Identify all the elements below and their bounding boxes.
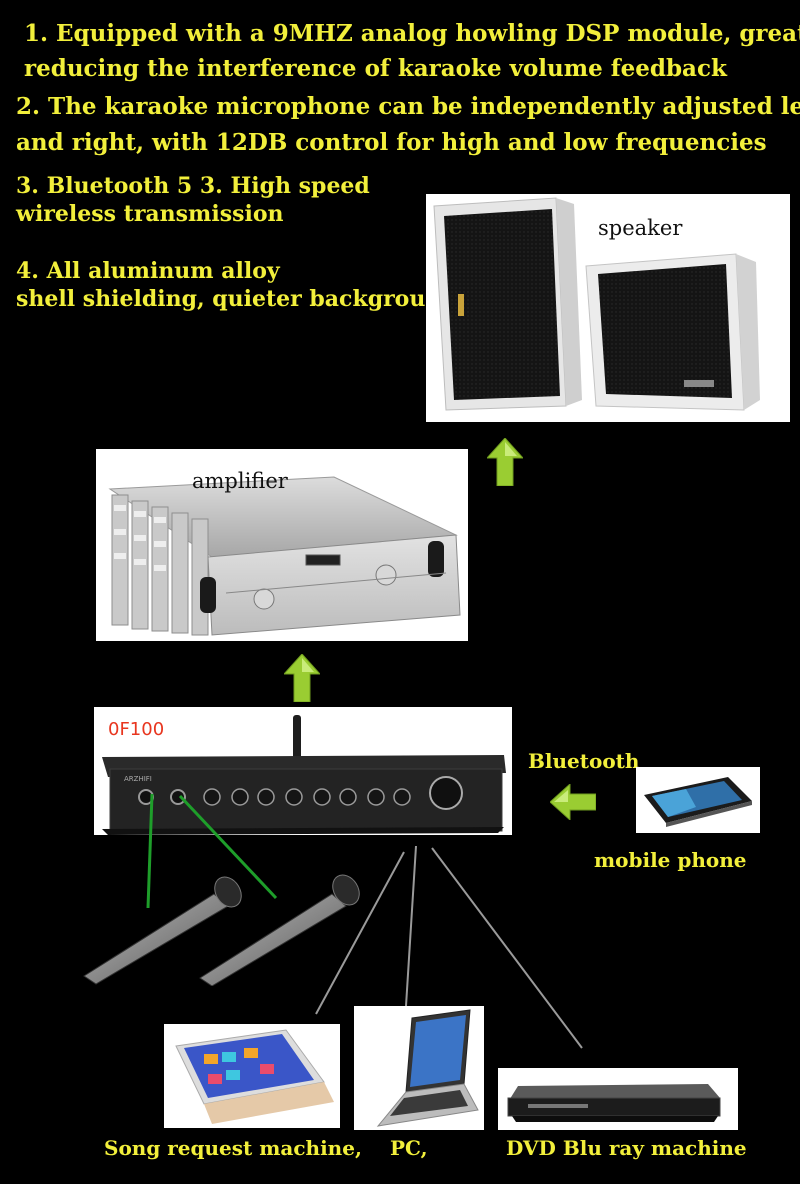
- feature-4-line1: 4. All aluminum alloy: [16, 258, 280, 284]
- svg-text:ARZHIFI: ARZHIFI: [124, 775, 152, 783]
- pc-panel: [354, 1006, 484, 1130]
- arrow-up-icon: [284, 654, 320, 702]
- speaker-label: speaker: [598, 216, 683, 240]
- dvd-panel: [498, 1068, 738, 1130]
- model-label: 0F100: [108, 719, 165, 740]
- microphones-image: [83, 874, 360, 986]
- feature-3-line2: wireless transmission: [16, 201, 284, 227]
- pc-label: PC,: [390, 1136, 428, 1160]
- feature-3-line1: 3. Bluetooth 5 3. High speed: [16, 173, 370, 199]
- amplifier-panel: amplifier: [96, 449, 468, 641]
- mobile-phone-label: mobile phone: [594, 848, 747, 872]
- bluetooth-label: Bluetooth: [528, 749, 640, 773]
- song-request-machine-image: [175, 1029, 334, 1124]
- feature-2-line2: and right, with 12DB control for high an…: [16, 129, 767, 156]
- dsp-unit-panel: ARZHIFI 0F100: [94, 707, 512, 835]
- speaker-image: [433, 197, 760, 411]
- dsp-unit-image: ARZHIFI: [102, 715, 506, 835]
- cable-song-machine: [315, 851, 405, 1015]
- arrow-up-icon: [487, 438, 523, 486]
- dvd-label: DVD Blu ray machine: [506, 1136, 747, 1160]
- song-request-panel: [164, 1024, 340, 1128]
- song-request-label: Song request machine,: [104, 1136, 362, 1160]
- mobile-phone-panel: [636, 767, 760, 833]
- mic-cable-left: [146, 793, 154, 909]
- arrow-left-icon: [550, 784, 596, 820]
- feature-1-line1: 1. Equipped with a 9MHZ analog howling D…: [24, 20, 800, 47]
- feature-1-line2: reducing the interference of karaoke vol…: [24, 55, 727, 82]
- amplifier-image: [108, 476, 461, 636]
- feature-4-line2: shell shielding, quieter background: [16, 286, 457, 312]
- amplifier-label: amplifier: [192, 469, 288, 493]
- pc-laptop-image: [376, 1009, 479, 1127]
- cable-pc: [405, 845, 417, 1007]
- mic-cable-right: [178, 794, 278, 900]
- speaker-panel: speaker: [426, 194, 790, 422]
- dvd-player-image: [507, 1084, 721, 1122]
- mobile-phone-icon: [644, 777, 752, 827]
- feature-2-line1: 2. The karaoke microphone can be indepen…: [16, 93, 800, 120]
- cable-dvd: [431, 847, 583, 1049]
